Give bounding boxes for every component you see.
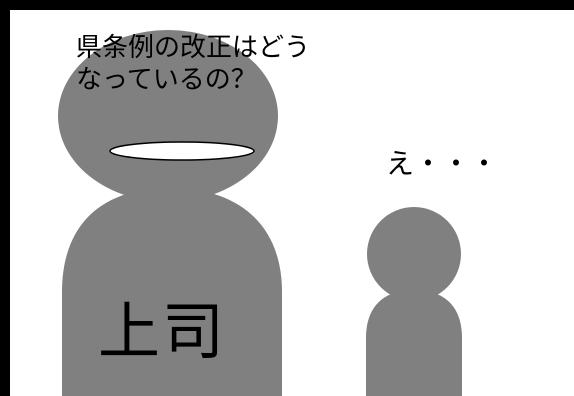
subordinate-body [366,290,462,396]
subordinate-speech: え・・・ [386,147,499,180]
panel-border-top [0,0,574,10]
boss-eye-band [109,141,255,161]
boss-figure [58,30,282,396]
boss-speech: 県条例の改正はどう なっているの？ [76,33,311,95]
boss-body [62,188,282,396]
subordinate-head [367,207,461,301]
boss-label: 上司 [98,295,227,368]
panel-border-left [0,0,10,396]
subordinate-figure [366,207,462,396]
